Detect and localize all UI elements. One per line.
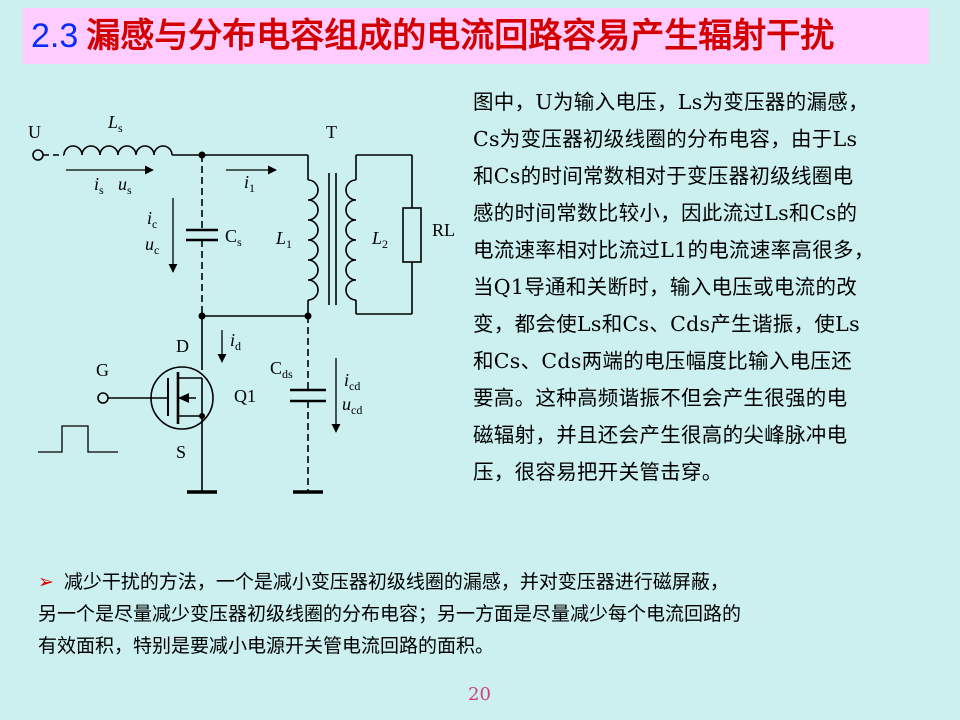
rl-label: RL: [432, 220, 455, 240]
paragraph-line: 和Cs、Cds两端的电压幅度比输入电压还: [473, 349, 853, 373]
i1-label: i1: [244, 172, 255, 195]
d-label: D: [176, 336, 189, 356]
junction-dot: [304, 312, 312, 320]
bullet-text: 减少干扰的方法，一个是减小变压器初级线圈的漏感，并对变压器进行磁屏蔽，: [63, 571, 729, 593]
paragraph-line: 当Q1导通和关断时，输入电压或电流的改: [473, 275, 858, 299]
uc-label: uc: [145, 234, 159, 257]
l2-secondary-coil: [345, 179, 357, 301]
s-label: S: [176, 442, 186, 462]
u-label: U: [28, 122, 41, 142]
cds-label: Cds: [270, 358, 293, 381]
bullet-line: 另一个是尽量减少变压器初级线圈的分布电容；另一方面是尽量减少每个电流回路的: [38, 603, 742, 625]
ic-label: ic: [147, 208, 157, 231]
gate-pulse-waveform: [38, 425, 118, 453]
ucd-label: ucd: [342, 394, 362, 417]
ls-label: Ls: [107, 112, 123, 135]
bullet-arrow-icon: ➢: [38, 571, 54, 593]
junction-dot: [198, 312, 206, 320]
t-label: T: [326, 122, 337, 142]
paragraph-line: 感的时间常数比较小，因此流过Ls和Cs的: [473, 201, 858, 225]
circuit-diagram: U T Ls is us i1 ic uc Cs L1 L2 RL D id G…: [28, 112, 455, 494]
rl-resistor: [402, 207, 422, 263]
g-label: G: [96, 360, 109, 380]
cs-label: Cs: [225, 226, 242, 249]
l1-primary-coil: [307, 179, 319, 301]
us-label: us: [118, 174, 132, 197]
paragraph-line: 变，都会使Ls和Cs、Cds产生谐振，使Ls: [473, 312, 860, 336]
explanation-paragraph: 图中，U为输入电压，Ls为变压器的漏感， Cs为变压器初级线圈的分布电容，由于L…: [473, 84, 943, 491]
is-label: is: [94, 174, 104, 197]
ls-inductor: [63, 145, 173, 156]
icd-label: icd: [344, 370, 360, 393]
junction-dot: [198, 151, 206, 159]
bullet-line: ➢ 减少干扰的方法，一个是减小变压器初级线圈的漏感，并对变压器进行磁屏蔽，: [38, 566, 938, 598]
id-label: id: [230, 330, 241, 353]
paragraph-line: 磁辐射，并且还会产生很高的尖峰脉冲电: [473, 423, 848, 447]
l1-label: L1: [275, 228, 292, 251]
l2-label: L2: [371, 228, 388, 251]
paragraph-line: Cs为变压器初级线圈的分布电容，由于Ls: [473, 127, 858, 151]
section-number: 2.3: [31, 17, 79, 55]
junction-dot: [199, 413, 205, 419]
paragraph-line: 要高。这种高频谐振不但会产生很强的电: [473, 386, 848, 410]
bullet-block: ➢ 减少干扰的方法，一个是减小变压器初级线圈的漏感，并对变压器进行磁屏蔽， 另一个…: [38, 566, 938, 662]
paragraph-line: 和Cs的时间常数相对于变压器初级线圈电: [473, 164, 854, 188]
g-terminal: [97, 392, 109, 404]
paragraph-line: 压，很容易把开关管击穿。: [473, 460, 723, 484]
bullet-line: 有效面积，特别是要减小电源开关管电流回路的面积。: [38, 635, 495, 657]
paragraph-line: 电流速率相对比流过L1的电流速率高很多，: [473, 238, 875, 262]
paragraph-line: 图中，U为输入电压，Ls为变压器的漏感，: [473, 90, 869, 114]
u-terminal: [32, 149, 44, 161]
title-text: 漏感与分布电容组成的电流回路容易产生辐射干扰: [86, 16, 835, 56]
page-number: 20: [468, 684, 491, 705]
q1-label: Q1: [234, 386, 256, 406]
q1-source-arrow: [178, 393, 189, 403]
